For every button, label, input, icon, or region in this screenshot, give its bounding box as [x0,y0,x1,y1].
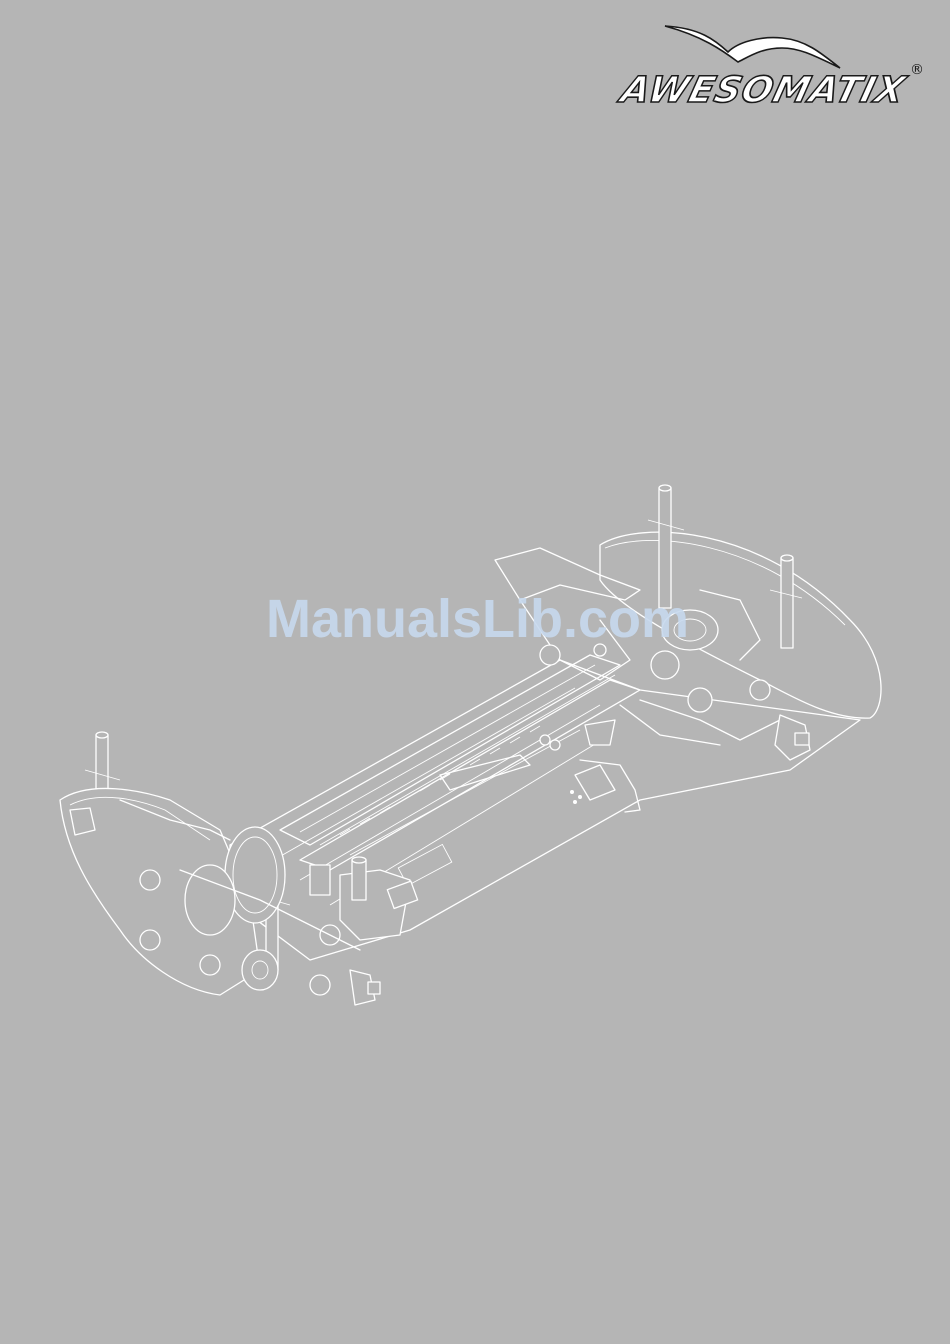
top-deck [280,655,640,870]
chassis-plate [230,660,860,960]
battery-strap [440,755,640,812]
watermark: ManualsLib.com [266,588,689,650]
